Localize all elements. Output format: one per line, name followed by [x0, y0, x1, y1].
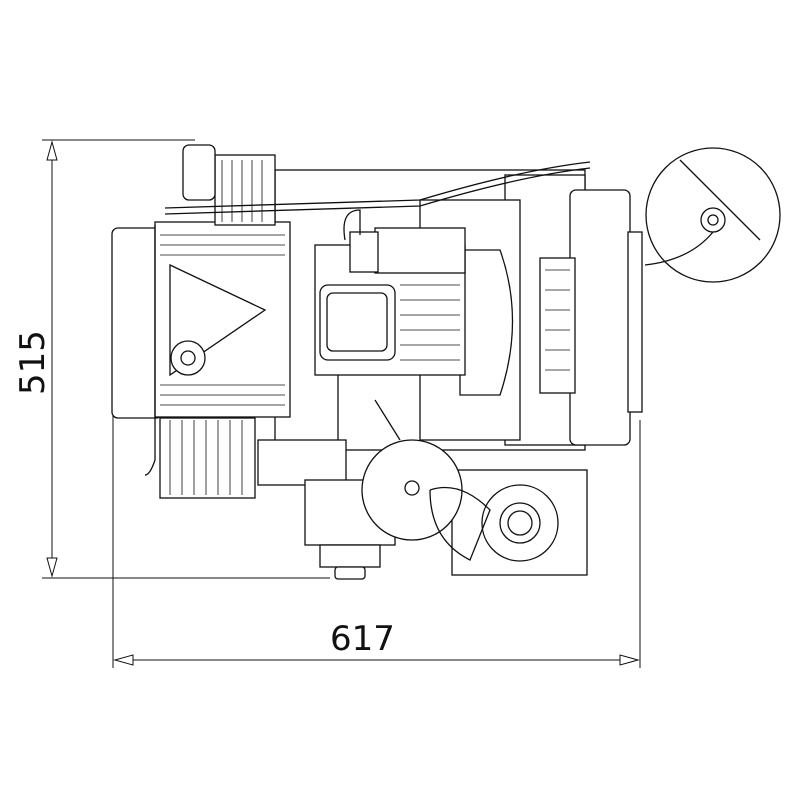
- compressor-body: [111, 144, 781, 580]
- height-dimension-label: 515: [13, 330, 53, 395]
- arrow-left-icon: [113, 654, 134, 666]
- arrow-down-icon: [46, 557, 58, 578]
- width-dimension-label: 617: [330, 619, 395, 659]
- arrow-up-icon: [46, 140, 58, 161]
- height-dimension: 515: [13, 139, 330, 579]
- arrow-right-icon: [619, 654, 640, 666]
